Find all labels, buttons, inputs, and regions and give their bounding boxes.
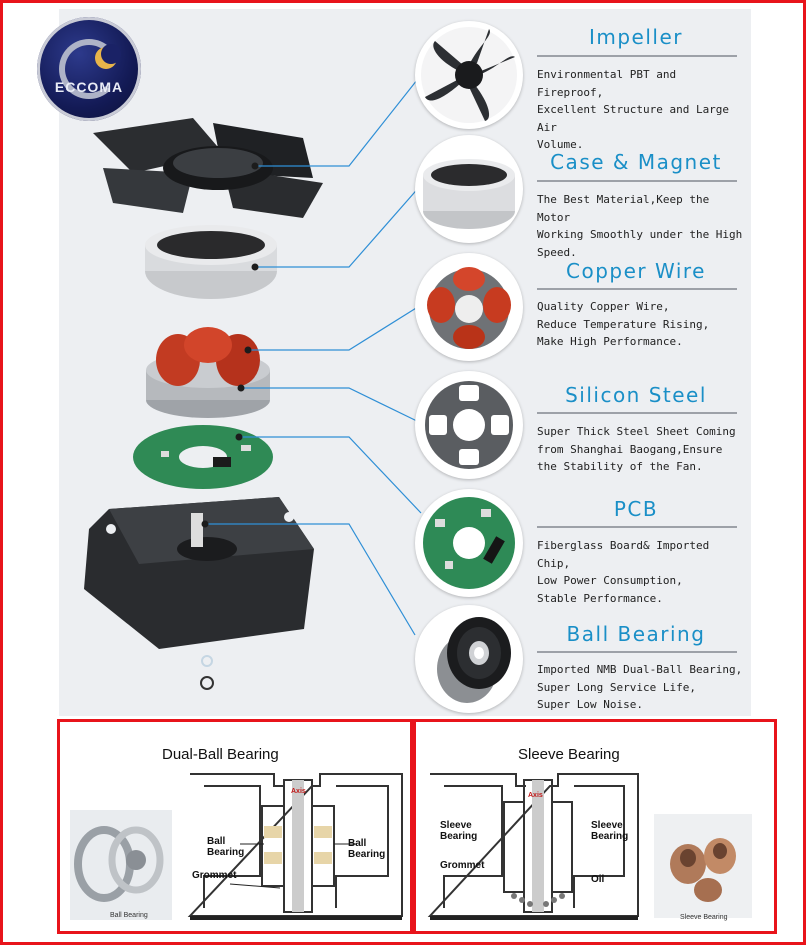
label-line: Ball (207, 836, 226, 847)
title-underline (537, 288, 737, 290)
logo-ring-icon (59, 39, 119, 99)
dual-ball-left-label: Ball Bearing (207, 836, 244, 858)
dual-ball-axis-label: Axis (291, 788, 306, 795)
title-underline (537, 412, 737, 414)
desc-line: from Shanghai Baogang,Ensure (537, 442, 723, 456)
title-underline (537, 526, 737, 528)
impeller-part-image (93, 118, 323, 218)
desc-line: Speed. (537, 245, 577, 259)
case-magnet-thumbnail (415, 135, 523, 243)
sleeve-bearing-panel: Sleeve Bearing Axis Sleeve Bearing Sleev… (413, 719, 777, 934)
sleeve-title: Sleeve Bearing (518, 746, 620, 763)
desc-line: Quality Copper Wire, (537, 300, 670, 313)
sleeve-oil-label: Oil (591, 874, 605, 885)
desc-line: The Best Material,Keep the Motor (537, 193, 710, 224)
component-title-pcb: PCB (613, 497, 659, 521)
ball-bearing-thumbnail (415, 605, 523, 713)
dual-ball-right-label: Ball Bearing (348, 838, 385, 860)
sleeve-bearing-photo (654, 814, 752, 918)
logo-text: ECCOMA (54, 79, 124, 95)
ball-bearing-photo (70, 810, 172, 920)
component-title-copper-wire: Copper Wire (566, 259, 706, 283)
dual-ball-title: Dual-Ball Bearing (162, 746, 279, 763)
ball-bearing-photo-caption: Ball Bearing (110, 912, 148, 919)
label-line: Bearing (591, 831, 629, 842)
desc-line: Super Low Noise. (537, 698, 643, 711)
title-underline (537, 651, 737, 653)
label-line: Bearing (348, 849, 386, 860)
copper-wire-thumbnail (415, 253, 523, 361)
desc-line: Environmental PBT and Fireproof, (537, 68, 677, 99)
pcb-part-image (133, 425, 273, 489)
desc-line: Working Smoothly under the High (537, 228, 743, 241)
desc-line: Fiberglass Board& Imported Chip, (537, 539, 710, 570)
pcb-thumbnail (415, 489, 523, 597)
brand-logo: ECCOMA (37, 17, 141, 121)
sleeve-axis-label: Axis (528, 792, 543, 799)
case-magnet-part-image (145, 225, 277, 299)
desc-line: Excellent Structure and Large Air (537, 103, 730, 134)
desc-line: Make High Performance. (537, 335, 683, 348)
component-title-silicon-steel: Silicon Steel (565, 383, 707, 407)
sleeve-left-label: Sleeve Bearing (440, 820, 477, 842)
component-desc-silicon-steel: Super Thick Steel Sheet Coming from Shan… (537, 423, 747, 476)
washer-parts-image (200, 655, 214, 690)
desc-line: Stable Performance. (537, 591, 663, 605)
sleeve-grommet-label: Grommet (440, 860, 485, 871)
label-line: Sleeve (591, 820, 623, 831)
desc-line: Super Thick Steel Sheet Coming (537, 425, 736, 438)
component-desc-pcb: Fiberglass Board& Imported Chip, Low Pow… (537, 537, 747, 607)
component-title-impeller: Impeller (588, 25, 684, 49)
logo-moon-icon (95, 44, 121, 69)
title-underline (537, 180, 737, 182)
copper-wire-part-image (146, 327, 270, 418)
dual-ball-cross-section (187, 773, 403, 920)
component-desc-copper-wire: Quality Copper Wire, Reduce Temperature … (537, 298, 747, 351)
desc-line: Reduce Temperature Rising, (537, 317, 710, 331)
label-line: Ball (348, 838, 367, 849)
label-line: Bearing (440, 831, 478, 842)
label-line: Sleeve (440, 820, 472, 831)
impeller-thumbnail (415, 21, 523, 129)
desc-line: Super Long Service Life, (537, 680, 696, 694)
component-title-ball-bearing: Ball Bearing (566, 622, 706, 646)
desc-line: Imported NMB Dual-Ball Bearing, (537, 663, 743, 676)
desc-line: the Stability of the Fan. (537, 460, 703, 473)
dual-ball-grommet-label: Grommet (192, 870, 237, 881)
desc-line: Volume. (537, 138, 584, 151)
component-desc-impeller: Environmental PBT and Fireproof, Excelle… (537, 66, 747, 154)
sleeve-cross-section (427, 773, 639, 920)
label-line: Bearing (207, 847, 245, 858)
component-desc-case-magnet: The Best Material,Keep the Motor Working… (537, 191, 747, 261)
component-desc-ball-bearing: Imported NMB Dual-Ball Bearing, Super Lo… (537, 661, 747, 714)
dual-ball-bearing-panel: Dual-Ball Bearing Ball Bearing Axis Ball (57, 719, 413, 934)
desc-line: Low Power Consumption, (537, 574, 683, 587)
fan-frame-part-image (84, 497, 314, 649)
silicon-steel-thumbnail (415, 371, 523, 479)
sleeve-right-label: Sleeve Bearing (591, 820, 628, 842)
component-title-case-magnet: Case & Magnet (550, 150, 722, 174)
sleeve-bearing-photo-caption: Sleeve Bearing (680, 914, 728, 921)
title-underline (537, 55, 737, 57)
